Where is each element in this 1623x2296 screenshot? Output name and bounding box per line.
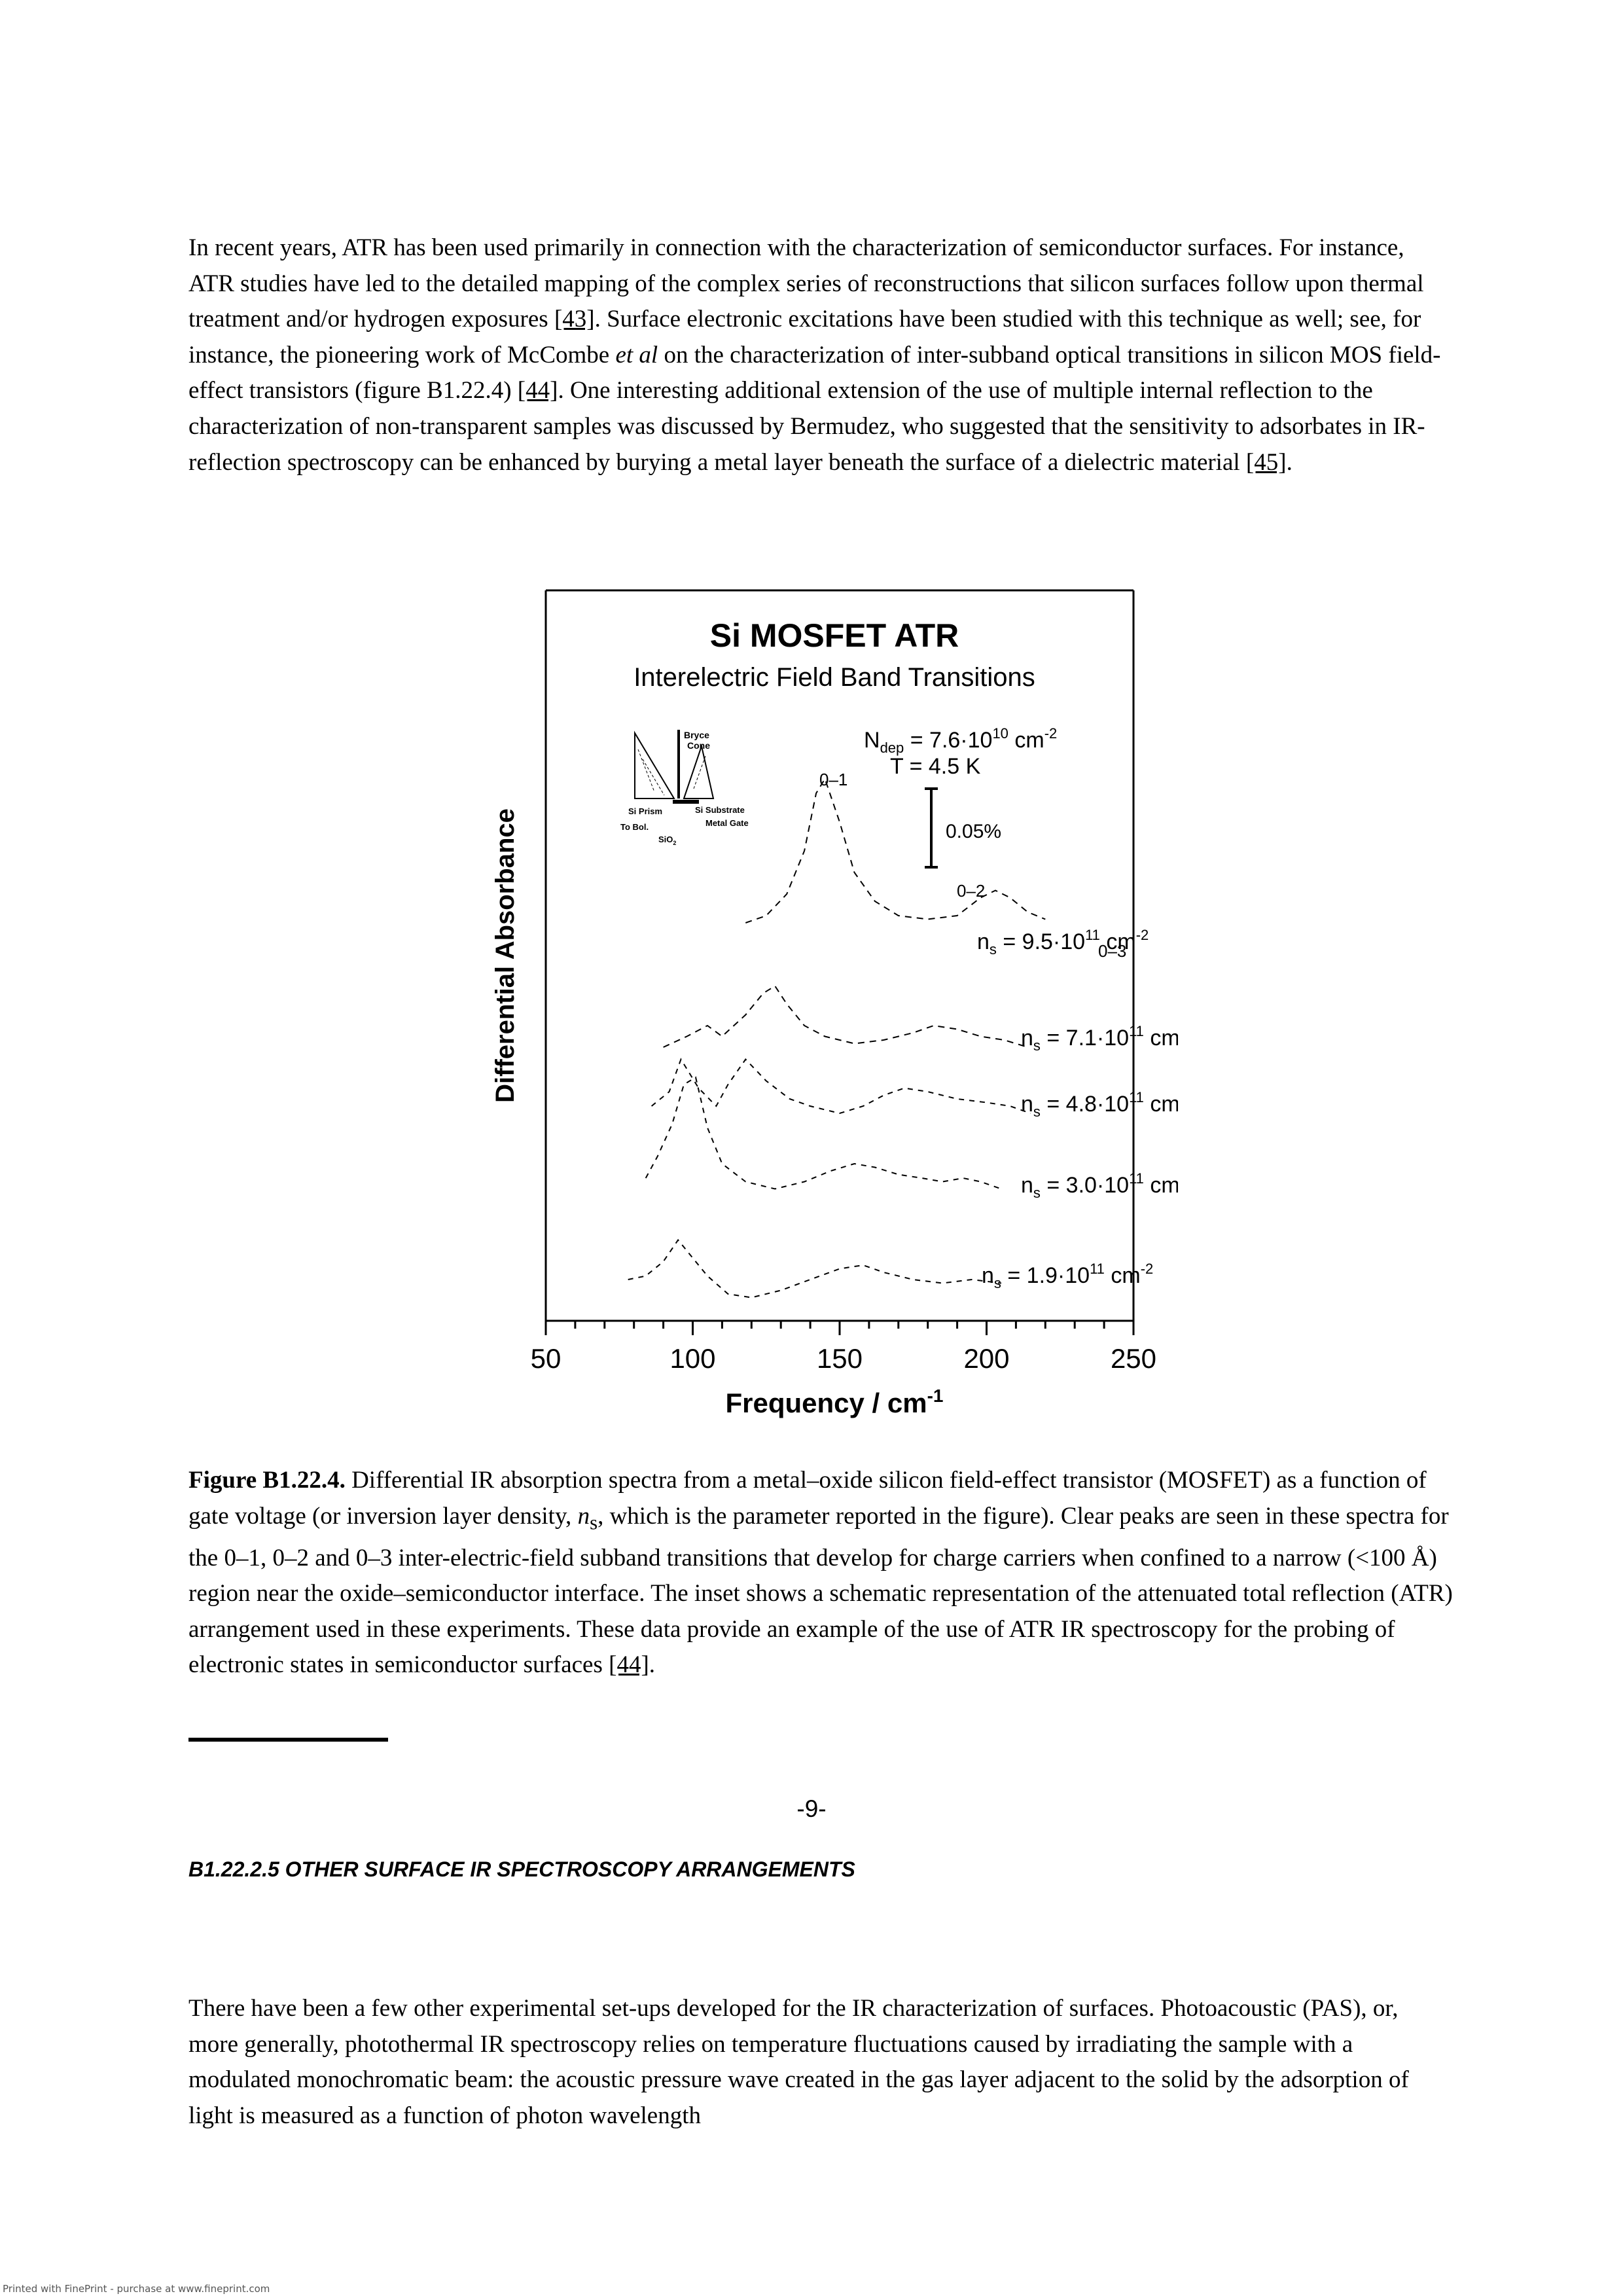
spectrum-line-2 bbox=[663, 985, 1028, 1048]
spectrum-line-4 bbox=[645, 1076, 1002, 1190]
footnote-rule bbox=[188, 1738, 388, 1742]
svg-text:Bryce: Bryce bbox=[684, 730, 709, 740]
svg-text:To Bol.: To Bol. bbox=[620, 822, 649, 832]
caption-text: . bbox=[649, 1651, 656, 1679]
x-tick-label: 100 bbox=[669, 1343, 715, 1374]
peak-label-0-1: 0–1 bbox=[819, 770, 847, 789]
si-prism-shape bbox=[634, 730, 675, 799]
x-tick-label: 200 bbox=[963, 1343, 1009, 1374]
svg-text:Si Substrate: Si Substrate bbox=[695, 805, 745, 815]
x-axis-label: Frequency / cm-1 bbox=[725, 1386, 943, 1418]
body-paragraph-2: There have been a few other experimental… bbox=[188, 1995, 1409, 2129]
spectra-chart: Si MOSFET ATR Interelectric Field Band T… bbox=[491, 589, 1178, 1418]
ndep-annotation: Ndep = 7.6·1010 cm-2 bbox=[864, 725, 1057, 756]
series-label-1: ns = 9.5·1011 cm-2 bbox=[977, 927, 1149, 958]
x-tick-label: 50 bbox=[531, 1343, 562, 1374]
x-axis-ticks: 50 100 150 200 250 bbox=[531, 1321, 1156, 1374]
caption-ns-sub: s bbox=[590, 1511, 598, 1534]
svg-text:SiO2: SiO2 bbox=[658, 834, 676, 846]
svg-text:Metal Gate: Metal Gate bbox=[705, 818, 749, 828]
figure-caption: Figure B1.22.4. Differential IR absorpti… bbox=[188, 1463, 1453, 1683]
bryce-cone-shape bbox=[683, 744, 715, 799]
figure-b1-22-4: Si MOSFET ATR Interelectric Field Band T… bbox=[458, 583, 1178, 1450]
et-al-italic: et al bbox=[615, 341, 658, 368]
svg-text:Si Prism: Si Prism bbox=[628, 806, 662, 816]
citation-link-44[interactable]: [44] bbox=[609, 1651, 649, 1679]
paragraph-text: In recent years, ATR has been used prima… bbox=[188, 234, 1424, 333]
caption-label: Figure B1.22.4. bbox=[188, 1467, 346, 1494]
footer-credit: Printed with FinePrint - purchase at www… bbox=[3, 2283, 270, 2295]
paragraph-text: on the characterization of inter-subband… bbox=[188, 341, 1441, 404]
chart-subtitle: Interelectric Field Band Transitions bbox=[633, 663, 1035, 692]
peak-label-0-3: 0–3 bbox=[1098, 941, 1126, 961]
section-heading: B1.22.2.5 OTHER SURFACE IR SPECTROSCOPY … bbox=[188, 1857, 855, 1881]
scale-bar bbox=[925, 787, 938, 869]
paragraph-text: . bbox=[1286, 448, 1293, 476]
peak-label-0-2: 0–2 bbox=[957, 881, 985, 901]
spectrum-line-3 bbox=[651, 1058, 1031, 1115]
temperature-label: T = 4.5 K bbox=[890, 754, 981, 779]
scale-bar-label: 0.05% bbox=[946, 821, 1001, 842]
series-labels-group: ns = 9.5·1011 cm-2 ns = 7.1·1011 cm-2 ns =… bbox=[977, 927, 1178, 1291]
y-axis-label: Differential Absorbance bbox=[491, 808, 520, 1103]
spectrum-line-1 bbox=[745, 777, 1046, 924]
plot-frame bbox=[544, 589, 1135, 1322]
page-number: -9- bbox=[796, 1795, 827, 1822]
citation-link-45[interactable]: [45] bbox=[1245, 448, 1287, 476]
citation-link-43[interactable]: [43] bbox=[554, 306, 595, 333]
caption-ns: n bbox=[577, 1502, 590, 1530]
series-label-2: ns = 7.1·1011 cm-2 bbox=[1021, 1023, 1178, 1054]
series-label-3: ns = 4.8·1011 cm-2 bbox=[1021, 1089, 1178, 1120]
series-label-5: ns = 1.9·1011 cm-2 bbox=[982, 1261, 1153, 1291]
x-tick-label: 250 bbox=[1111, 1343, 1156, 1374]
caption-text: Differential IR absorption spectra from … bbox=[188, 1467, 1427, 1530]
citation-link-44[interactable]: [44] bbox=[517, 377, 558, 404]
spectrum-line-5 bbox=[628, 1238, 1002, 1299]
inset-atr-schematic: Bryce Cone Si Prism Si Substrate To Bol.… bbox=[620, 730, 749, 846]
body-paragraph-1: In recent years, ATR has been used prima… bbox=[188, 230, 1453, 480]
metal-gate-shape bbox=[673, 800, 699, 804]
paragraph-text: . Surface electronic excitations have be… bbox=[188, 306, 1421, 368]
series-label-4: ns = 3.0·1011 cm-2 bbox=[1021, 1170, 1178, 1201]
spectra-group bbox=[628, 777, 1046, 1299]
caption-text: , which is the parameter reported in the… bbox=[188, 1502, 1453, 1679]
paragraph-text: . One interesting additional extension o… bbox=[188, 377, 1425, 476]
x-tick-label: 150 bbox=[817, 1343, 863, 1374]
chart-title: Si MOSFET ATR bbox=[710, 617, 959, 654]
svg-text:Cone: Cone bbox=[687, 740, 710, 751]
